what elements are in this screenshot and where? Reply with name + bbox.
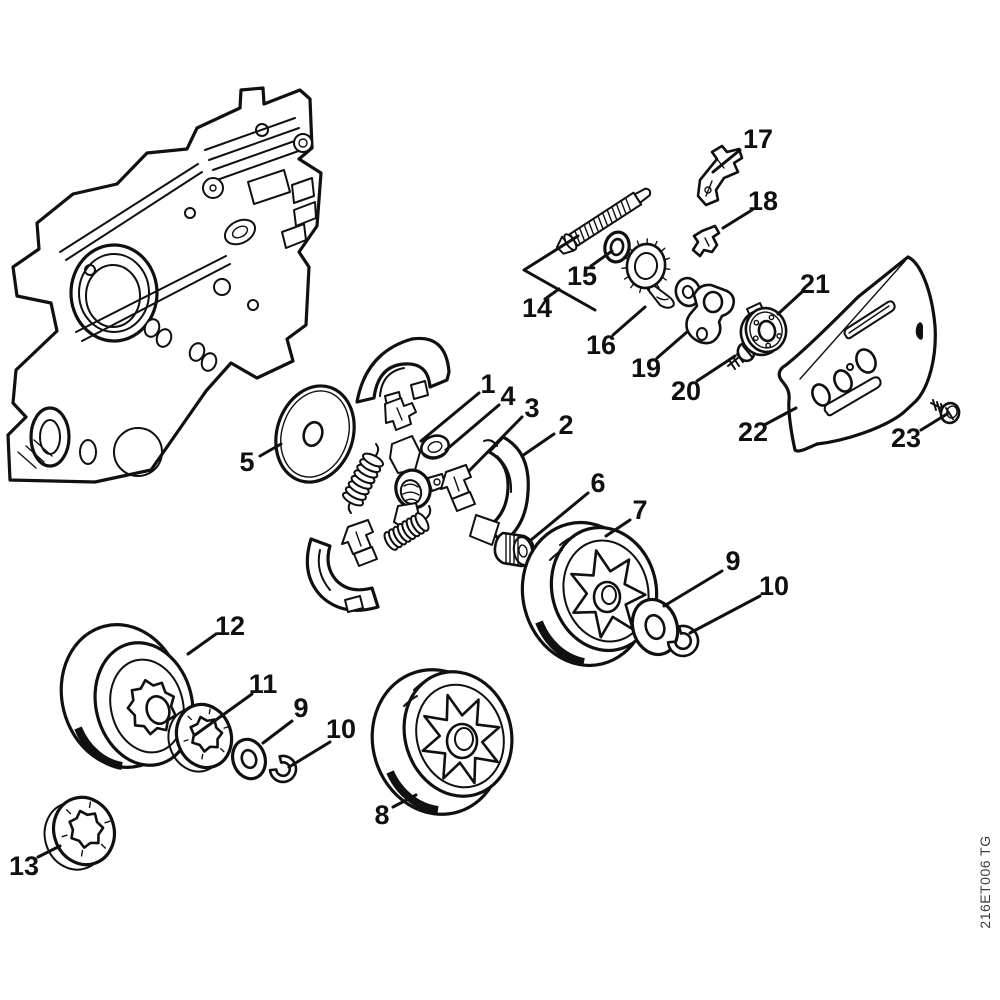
callout-label-24-23: 23 — [891, 423, 921, 453]
callout-label-21-20: 20 — [671, 376, 701, 406]
part-9-washer — [630, 597, 680, 657]
callout-label-6-7: 7 — [632, 495, 647, 525]
leader-line-17 — [711, 148, 742, 174]
callout-label-18-17: 17 — [743, 124, 773, 154]
part-5-cover-washer — [274, 384, 356, 484]
part-18-clip — [691, 224, 721, 258]
leader-line-10 — [688, 594, 762, 635]
part-3-carrier-blocks — [440, 464, 476, 512]
leader-line-11 — [193, 692, 254, 737]
leader-line-9 — [261, 719, 294, 745]
leader-line-22 — [764, 406, 798, 426]
part-15-o-ring — [603, 230, 631, 264]
part-7-clutch-drum-spur — [520, 520, 659, 668]
leader-line-14 — [522, 234, 597, 312]
callout-label-3-4: 4 — [500, 381, 515, 411]
callout-label-11-12: 12 — [215, 611, 245, 641]
leader-line-18 — [721, 208, 754, 230]
part-8-clutch-drum-spur — [370, 668, 514, 816]
callout-label-0-1: 1 — [480, 369, 495, 399]
leader-line-8 — [391, 793, 418, 809]
callout-label-4-5: 5 — [239, 447, 254, 477]
leader-line-15 — [589, 249, 614, 268]
part-11-rim-sprocket — [167, 702, 234, 773]
callout-label-23-22: 22 — [738, 417, 768, 447]
callout-label-5-6: 6 — [590, 468, 605, 498]
clutch-spring-icon — [341, 443, 385, 514]
part-22-sprocket-cover — [777, 255, 937, 453]
callout-label-20-19: 19 — [631, 353, 661, 383]
callout-label-17-16: 16 — [586, 330, 616, 360]
part-13-rim-sprocket — [43, 795, 117, 871]
leader-line-19 — [655, 330, 689, 360]
part-21-adjuster — [739, 302, 788, 357]
leader-line-16 — [611, 305, 647, 337]
document-code: 216ET006 TG — [977, 835, 993, 928]
callout-label-2-3: 3 — [524, 393, 539, 423]
callout-label-1-2: 2 — [558, 410, 573, 440]
leader-line-5 — [258, 442, 283, 458]
callout-label-14-13: 13 — [9, 851, 39, 881]
leader-line-6 — [529, 491, 590, 542]
leader-line-23 — [919, 412, 949, 432]
leader-line-12 — [186, 632, 218, 656]
leader-line-20 — [695, 354, 737, 383]
part-19-tensioner-lever — [685, 283, 736, 345]
leader-line-14-b — [543, 287, 561, 301]
callout-label-9-10: 10 — [759, 571, 789, 601]
callout-label-10-11: 11 — [249, 669, 278, 699]
callout-label-7-8: 8 — [374, 800, 389, 830]
part-16-worm-gear — [621, 238, 702, 309]
leader-line-4 — [444, 403, 501, 452]
leader-line-2 — [520, 432, 556, 458]
part-23-screw — [930, 399, 961, 425]
part-4-spring-washer — [420, 434, 450, 460]
clutch-assembly-parts — [305, 336, 530, 613]
leader-line-9 — [662, 569, 724, 608]
part-17-pawl — [696, 144, 744, 207]
leader-line-13 — [36, 844, 62, 859]
callout-label-19-18: 18 — [748, 186, 778, 216]
callout-label-8-9: 9 — [725, 546, 740, 576]
clutch-spring-icon — [383, 505, 432, 551]
part-9-washer — [230, 737, 268, 781]
part-12-clutch-drum-rim — [59, 623, 195, 770]
callout-label-16-15: 15 — [567, 261, 597, 291]
callout-label-13-10: 10 — [326, 714, 356, 744]
leader-line-1 — [419, 391, 481, 443]
leader-line-7 — [604, 518, 632, 538]
callout-label-22-21: 21 — [800, 269, 830, 299]
leader-line-21 — [776, 290, 804, 316]
callout-label-15-14: 14 — [522, 293, 552, 323]
leader-line-3 — [467, 415, 524, 473]
leader-line-10 — [287, 740, 332, 769]
callout-label-12-9: 9 — [293, 693, 308, 723]
part-10-e-clip — [268, 754, 298, 784]
part-2-clutch-shoe — [469, 435, 530, 546]
engine-crankcase-drawing — [6, 86, 323, 484]
